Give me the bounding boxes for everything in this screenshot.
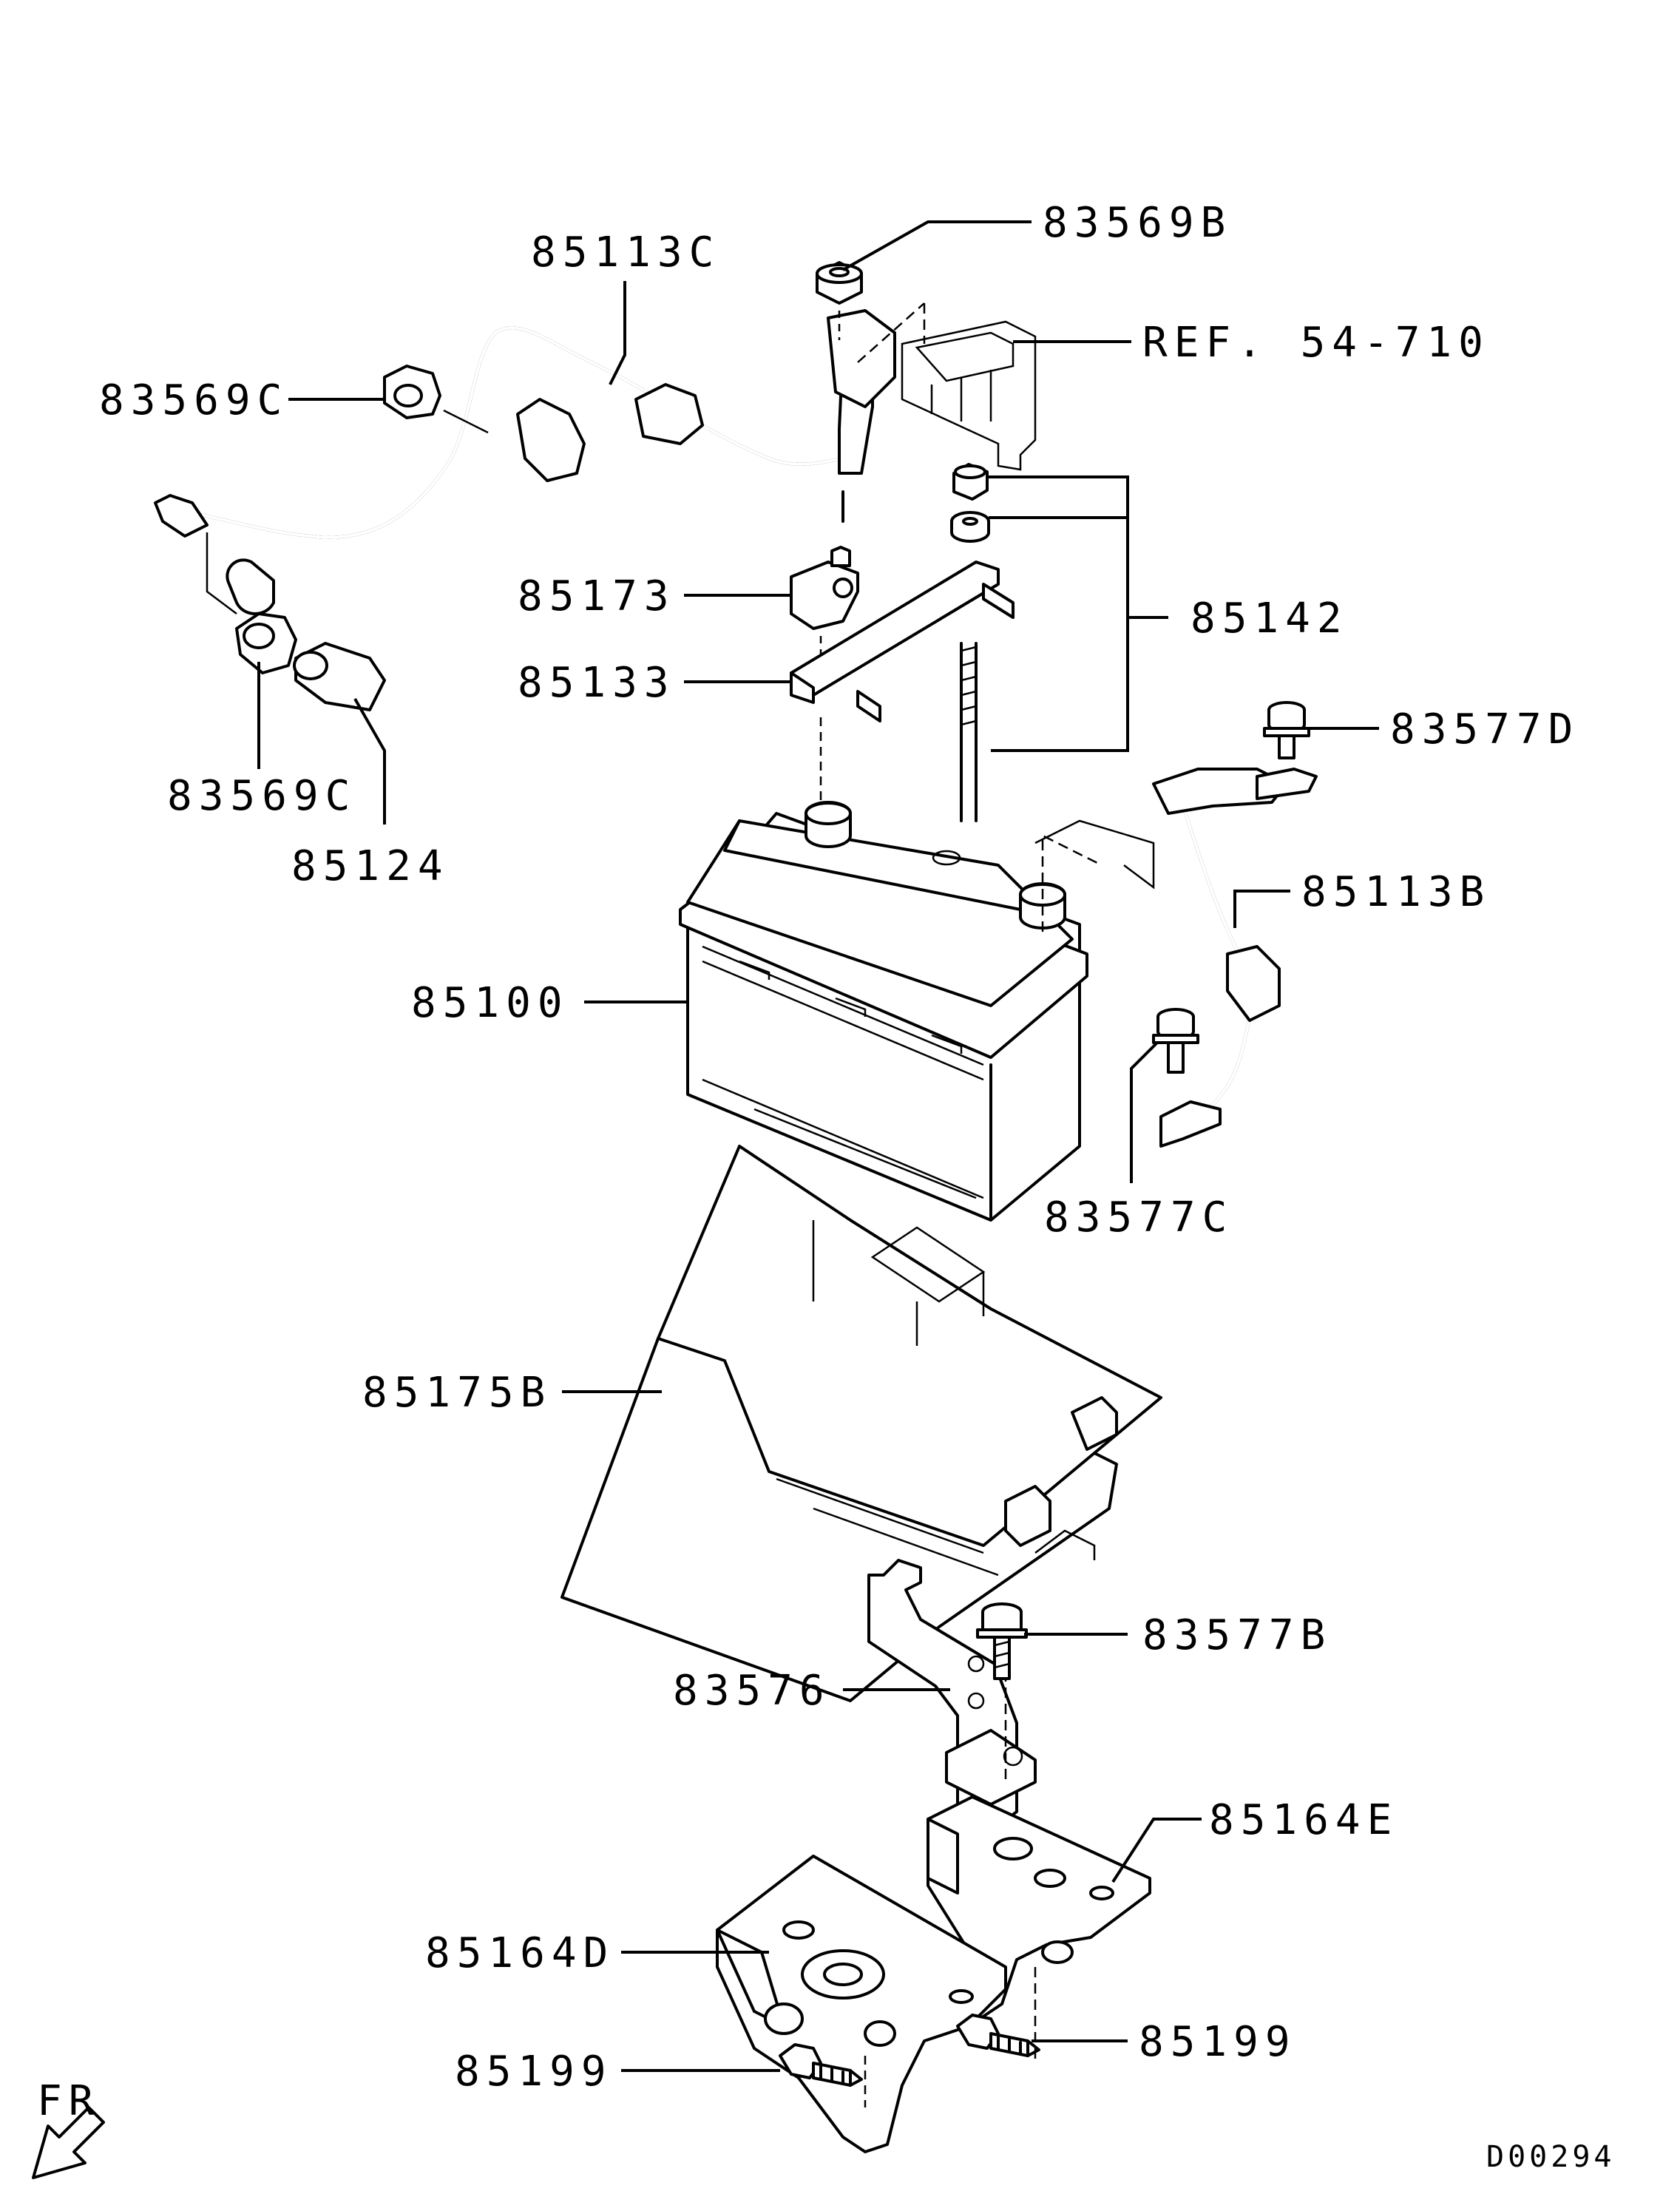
label-83569b: 83569B [1043,199,1232,247]
leader-lines [257,220,1379,2072]
label-85113b: 85113B [1301,868,1491,916]
label-85164e: 85164E [1209,1796,1398,1844]
label-83569c-top: 83569C [99,376,288,424]
nut-washer-85142 [950,463,990,543]
bolt-83577b [976,1602,1028,1680]
nut-83569b [816,261,863,340]
label-ref-54-710: REF. 54-710 [1142,319,1490,367]
battery-85100 [679,801,1102,1222]
bolt-83577c [1152,1008,1199,1074]
label-83576: 83576 [673,1667,831,1715]
label-85113c: 85113C [531,228,720,277]
bolt-85199-left [779,2043,863,2087]
label-83577c: 83577C [1044,1194,1233,1242]
label-85199-left: 85199 [455,2048,613,2096]
label-85199-right: 85199 [1139,2018,1297,2066]
battery-tray-85175b [560,1145,1162,1702]
connector-85124 [293,642,386,711]
label-85173: 85173 [518,572,676,620]
label-85175b: 85175B [362,1369,552,1417]
terminal-clamp-85173 [790,546,859,666]
drawing-code: D00294 [1486,2140,1616,2174]
label-83577b: 83577B [1142,1611,1332,1659]
label-85124: 85124 [291,842,450,890]
nut-83569c-top [383,365,489,434]
front-direction-arrow-icon [32,2106,105,2179]
hold-down-bar-85133 [790,561,1015,822]
negative-cable-85113c [154,309,896,615]
bolt-83577d [1263,701,1310,759]
nut-83569c-bottom [206,532,297,674]
label-85142: 85142 [1190,595,1349,643]
label-85164d: 85164D [425,1929,614,1977]
fuse-box-ref [857,302,1037,471]
label-83577d: 83577D [1390,705,1579,754]
label-85100: 85100 [411,979,569,1027]
direction-label: FR [37,2077,100,2125]
label-85133: 85133 [518,659,676,707]
bracket-83576 [867,1559,1037,1835]
label-83569c-bottom: 83569C [167,772,356,820]
positive-cable-85113b [1034,725,1318,1148]
bolt-85199-right [956,2014,1040,2057]
bracket-85164d [716,1855,1007,2153]
